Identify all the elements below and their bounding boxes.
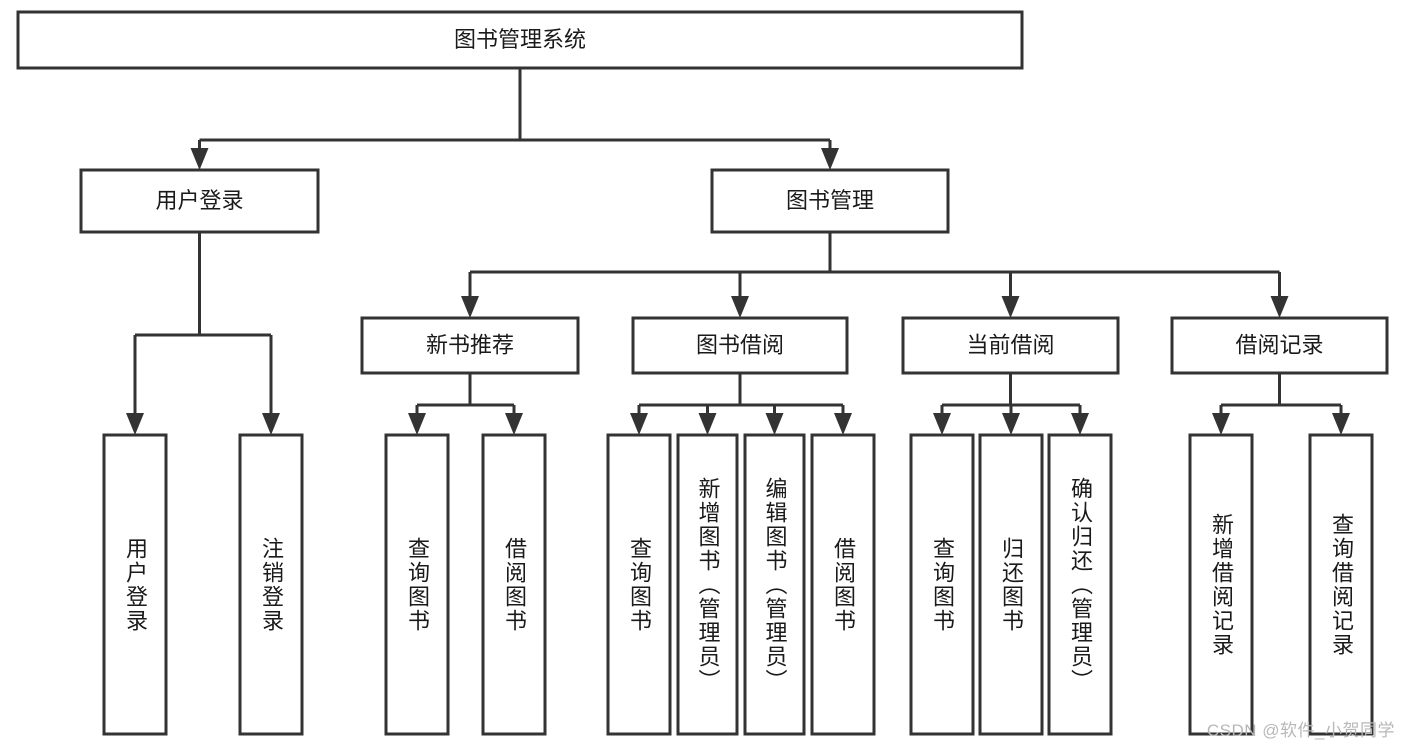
arrow-head-icon	[1212, 413, 1230, 435]
arrow-head-icon	[461, 296, 479, 318]
arrow-head-icon	[1270, 296, 1289, 318]
arrow-head-icon	[262, 413, 280, 435]
arrow-head-icon	[933, 413, 951, 435]
leaf-node-box-3[interactable]	[481, 433, 547, 736]
arrow-head-icon	[731, 296, 749, 318]
level3-node-label-1: 图书借阅	[696, 332, 784, 357]
arrow-head-icon	[190, 148, 209, 170]
leaf-node-box-10[interactable]	[1047, 433, 1113, 736]
leaf-node-box-6[interactable]	[743, 433, 806, 736]
level2-node-label-0: 用户登录	[155, 188, 243, 213]
level3-node-box-0[interactable]	[360, 316, 580, 375]
leaf-node-box-4[interactable]	[606, 433, 672, 736]
level3-node-label-2: 当前借阅	[966, 332, 1054, 357]
leaf-node-box-11[interactable]	[1188, 433, 1254, 736]
arrow-head-icon	[1001, 296, 1020, 318]
level3-node-box-3[interactable]	[1170, 316, 1389, 375]
node-box-layer	[16, 10, 1389, 736]
leaf-node-box-7[interactable]	[810, 433, 876, 736]
csdn-watermark: CSDN @软件_小贺同学	[1206, 721, 1395, 740]
arrow-head-icon	[1002, 413, 1020, 435]
leaf-node-box-1[interactable]	[238, 433, 304, 736]
connector-layer	[126, 68, 1350, 435]
arrow-head-icon	[630, 413, 648, 435]
leaf-node-box-2[interactable]	[384, 433, 450, 736]
level3-node-label-0: 新书推荐	[426, 332, 514, 357]
leaf-node-box-9[interactable]	[978, 433, 1044, 736]
leaf-node-box-5[interactable]	[676, 433, 739, 736]
level3-node-label-3: 借阅记录	[1235, 332, 1323, 357]
arrow-head-icon	[821, 148, 839, 170]
level3-node-box-2[interactable]	[901, 316, 1120, 375]
arrow-head-icon	[1332, 413, 1350, 435]
arrow-head-icon	[698, 413, 717, 435]
arrow-head-icon	[505, 413, 523, 435]
arrow-head-icon	[408, 413, 426, 435]
arrow-head-icon	[1071, 413, 1089, 435]
root-node-label-0: 图书管理系统	[454, 27, 586, 52]
arrow-head-icon	[834, 413, 852, 435]
leaf-node-box-12[interactable]	[1308, 433, 1374, 736]
arrow-head-icon	[765, 413, 784, 435]
level2-node-box-0[interactable]	[79, 168, 320, 234]
level2-node-box-1[interactable]	[710, 168, 950, 234]
root-node-box-0[interactable]	[16, 10, 1024, 70]
level2-node-label-1: 图书管理	[786, 188, 874, 213]
leaf-node-box-8[interactable]	[909, 433, 975, 736]
level3-node-box-1[interactable]	[631, 316, 849, 375]
arrow-head-icon	[126, 413, 144, 435]
leaf-node-box-0[interactable]	[102, 433, 168, 736]
